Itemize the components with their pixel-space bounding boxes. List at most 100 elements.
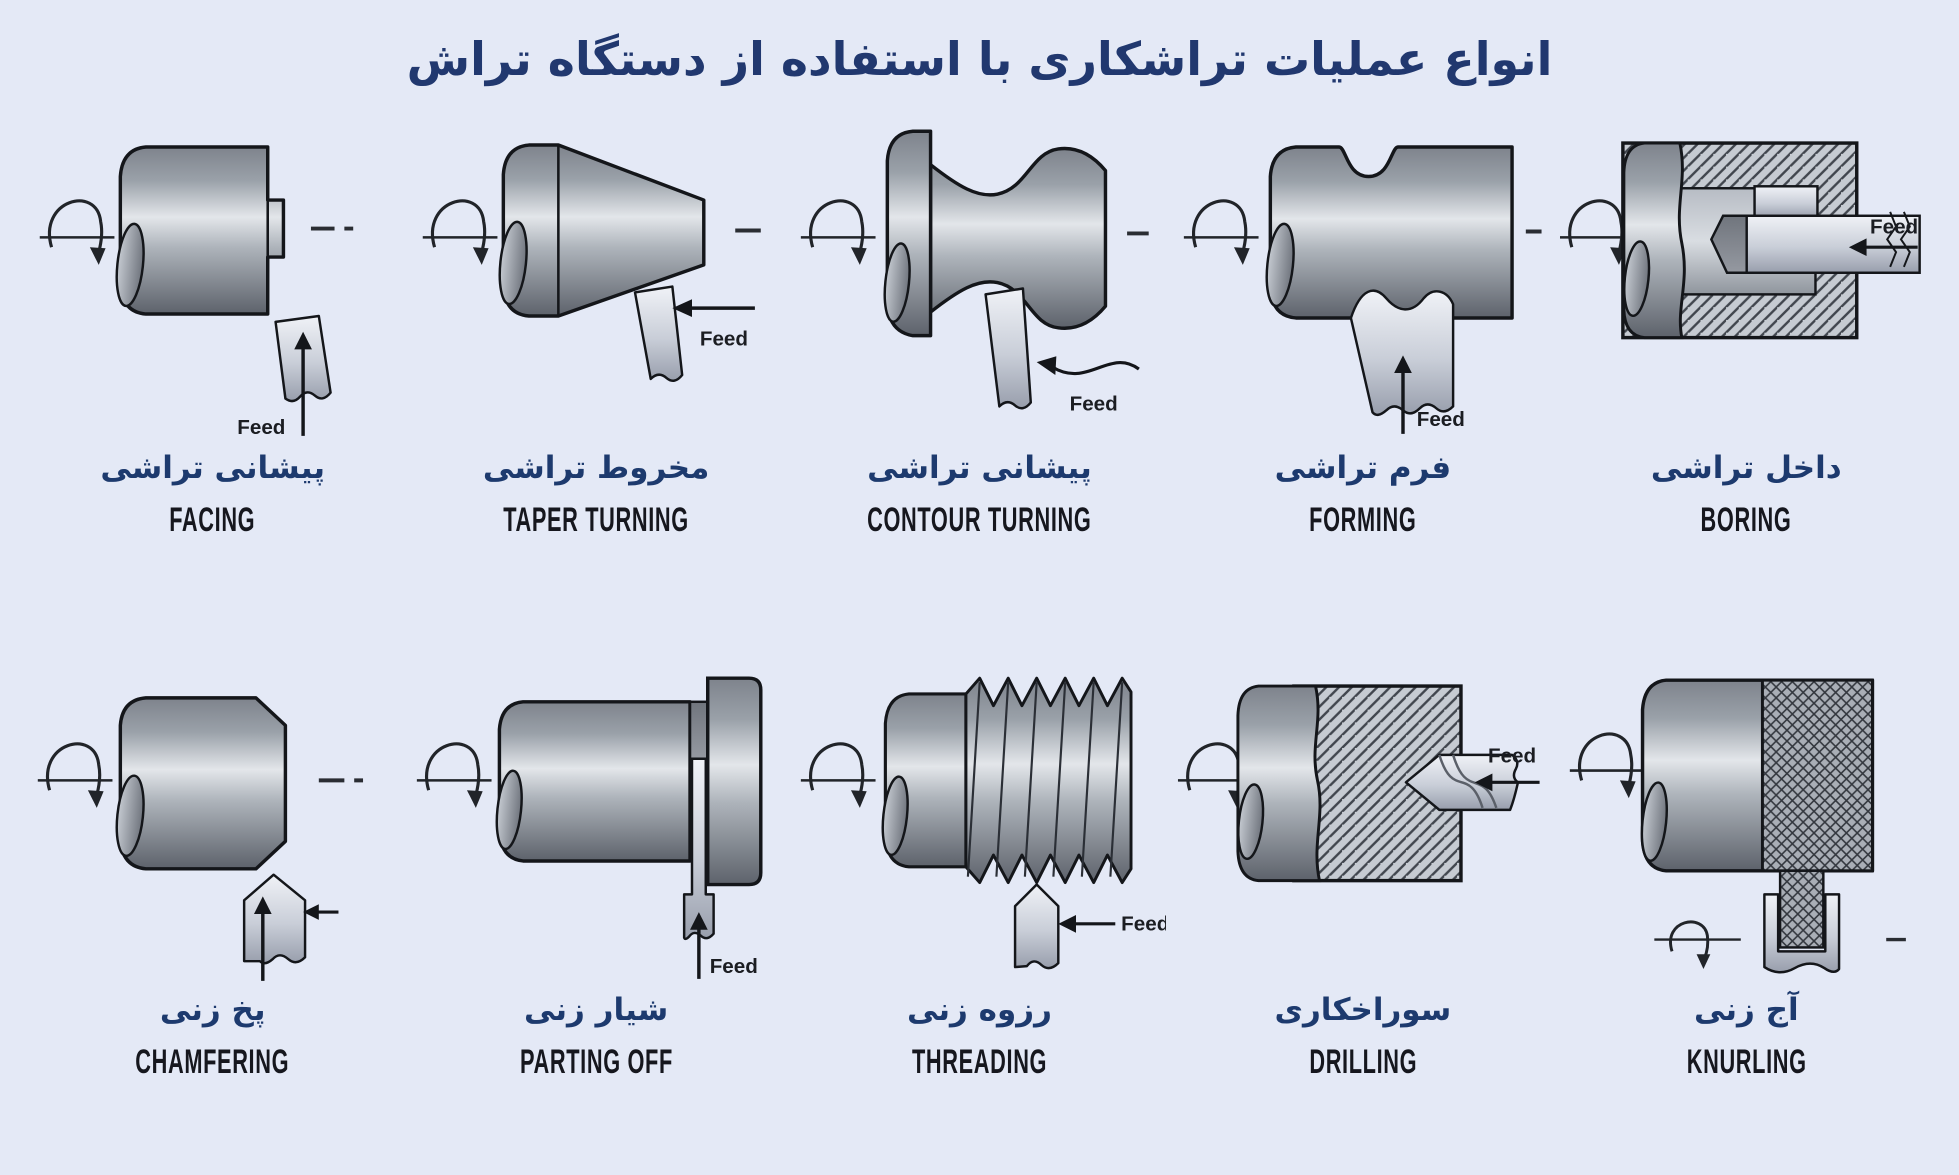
taper-turning-illustration: Feed xyxy=(421,143,762,382)
drilling-illustration: Feed xyxy=(1176,683,1540,882)
threaded-section xyxy=(964,676,1133,884)
feed-arrow-icon xyxy=(294,331,312,436)
chamfering-illustration xyxy=(36,695,364,981)
operation-label-english: KNURLING xyxy=(1686,1043,1807,1082)
operation-label-persian: پیشانی تراشی xyxy=(867,449,1092,486)
workpiece-end-face xyxy=(495,769,524,850)
contour-turning-illustration: Feed xyxy=(799,129,1149,415)
taper-turning-diagram: Feed xyxy=(409,90,782,444)
parting-off-diagram: Feed xyxy=(409,633,782,987)
workpiece xyxy=(118,695,288,871)
workpiece-end-face xyxy=(1265,222,1295,308)
threading-illustration: Feed xyxy=(799,676,1166,969)
workpiece-end-face xyxy=(1622,240,1650,318)
operation-forming: Feed فرم تراشی FORMING xyxy=(1176,90,1549,540)
feed-arrow-icon xyxy=(303,903,339,920)
knurling-illustration xyxy=(1567,677,1906,973)
rotation-arrow-icon xyxy=(1567,732,1646,800)
operation-label-persian: فرم تراشی xyxy=(1274,449,1452,486)
workpiece xyxy=(118,145,286,316)
page-title: انواع عملیات تراشکاری با استفاده از دستگ… xyxy=(406,32,1553,86)
boring-illustration: Feed xyxy=(1559,141,1921,340)
rotation-arrow-icon xyxy=(421,199,500,267)
parting-tool xyxy=(683,757,716,940)
feed-arrow-icon xyxy=(690,911,709,979)
feed-label: Feed xyxy=(1488,744,1536,767)
operation-contour-turning: Feed پیشانی تراشی CONTOUR TURNING xyxy=(793,90,1166,540)
chamfering-diagram xyxy=(26,633,399,987)
knurled-section xyxy=(1760,678,1874,872)
operation-label-english: THREADING xyxy=(911,1043,1048,1082)
operations-row-2: پخ زنی CHAMFERING Feed xyxy=(0,633,1959,1175)
feed-label: Feed xyxy=(1069,392,1117,415)
knurl-tool-holder xyxy=(1762,892,1840,973)
operation-label-persian: پیشانی تراشی xyxy=(100,449,326,486)
feed-label: Feed xyxy=(1417,408,1465,431)
workpiece xyxy=(1268,145,1514,320)
workpiece-end-face xyxy=(883,242,911,323)
workpiece-end-face xyxy=(1640,780,1668,862)
workpiece xyxy=(498,699,693,863)
feed-arrow-icon xyxy=(1036,356,1140,376)
rotation-arrow-icon xyxy=(38,199,117,267)
operation-label-persian: داخل تراشی xyxy=(1650,449,1842,486)
threading-diagram: Feed xyxy=(793,633,1166,987)
workpiece-end-face xyxy=(115,222,145,308)
operation-label-english: CONTOUR TURNING xyxy=(867,500,1092,539)
workpiece-end-face xyxy=(498,220,529,306)
operation-label-persian: رزوه زنی xyxy=(907,992,1052,1029)
cutting-tool xyxy=(984,287,1032,410)
operation-boring: Feed داخل تراشی BORING xyxy=(1559,90,1933,540)
operation-label-english: BORING xyxy=(1700,500,1792,539)
facing-illustration: Feed xyxy=(38,145,354,439)
rotation-arrow-icon xyxy=(36,741,115,809)
feed-label: Feed xyxy=(700,327,748,350)
operation-label-english: FORMING xyxy=(1309,500,1417,539)
workpiece-end-face xyxy=(1237,782,1265,860)
operation-label-persian: آج زنی xyxy=(1693,992,1799,1029)
operation-label-persian: مخروط تراشی xyxy=(482,449,710,486)
feed-arrow-icon xyxy=(253,895,272,981)
feed-label: Feed xyxy=(1870,215,1918,238)
operation-label-english: TAPER TURNING xyxy=(503,500,689,539)
forming-illustration: Feed xyxy=(1182,145,1542,434)
contour-turning-diagram: Feed xyxy=(793,90,1166,444)
operation-label-english: PARTING OFF xyxy=(519,1043,673,1082)
tool-holder-block xyxy=(1752,185,1819,219)
feed-label: Feed xyxy=(237,416,285,439)
boring-diagram: Feed xyxy=(1559,90,1933,444)
operation-threading: Feed رزوه زنی THREADING xyxy=(793,633,1166,1083)
rotation-arrow-icon xyxy=(799,199,877,267)
feed-arrow-icon xyxy=(1474,773,1540,791)
operation-knurling: آج زنی KNURLING xyxy=(1560,633,1933,1083)
rotation-arrow-icon xyxy=(1182,199,1261,267)
forming-diagram: Feed xyxy=(1176,90,1549,444)
operation-label-persian: سوراخکاری xyxy=(1274,992,1452,1029)
feed-arrow-icon xyxy=(1848,238,1918,257)
facing-diagram: Feed xyxy=(26,90,399,444)
tool-rotation-arrow-icon xyxy=(1653,919,1741,969)
knurl-wheel xyxy=(1778,869,1825,949)
workpiece-end-face xyxy=(115,773,145,857)
form-tool xyxy=(1349,289,1455,417)
operation-facing: Feed پیشانی تراشی FACING xyxy=(26,90,399,540)
operation-label-english: CHAMFERING xyxy=(135,1043,290,1082)
operation-chamfering: پخ زنی CHAMFERING xyxy=(26,633,399,1083)
workpiece-end-face xyxy=(881,774,909,856)
workpiece-disc xyxy=(706,675,763,886)
cutting-tool xyxy=(242,872,307,964)
operation-label-persian: شیار زنی xyxy=(523,992,669,1029)
feed-arrow-icon xyxy=(1394,355,1413,434)
feed-label: Feed xyxy=(1121,912,1166,935)
cutting-tool xyxy=(634,285,684,382)
threading-tool xyxy=(1013,882,1060,969)
operation-label-english: DRILLING xyxy=(1308,1043,1417,1082)
operation-label-persian: پخ زنی xyxy=(159,992,266,1029)
bar-break-squiggle xyxy=(1885,211,1911,268)
rotation-arrow-icon xyxy=(799,741,877,809)
feed-arrow-icon xyxy=(672,299,756,317)
parting-off-illustration: Feed xyxy=(415,675,763,979)
operation-parting-off: Feed شیار زنی PARTING OFF xyxy=(409,633,782,1083)
drilling-diagram: Feed xyxy=(1176,633,1549,987)
